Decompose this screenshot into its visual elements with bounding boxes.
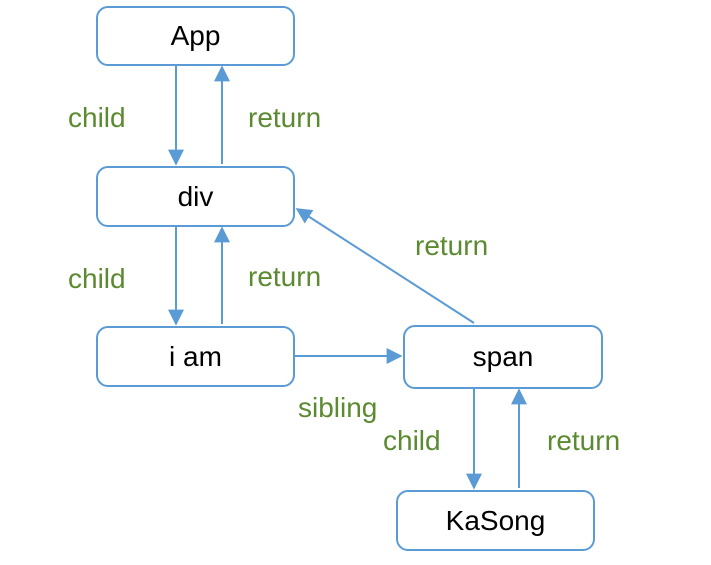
label-app-div-child: child — [68, 102, 126, 133]
node-app: App — [96, 6, 295, 66]
label-div-app-return: return — [248, 102, 322, 133]
label-span-div-return: return — [415, 230, 489, 261]
node-kasong: KaSong — [396, 490, 595, 551]
edge-span-div-return — [295, 208, 475, 324]
node-span: span — [403, 325, 603, 389]
label-kasong-span-return: return — [547, 425, 621, 456]
label-span-kasong-child: child — [383, 425, 441, 456]
label-div-iam-child: child — [68, 263, 126, 294]
label-iam-div-return: return — [248, 261, 322, 292]
label-iam-span-sibling: sibling — [298, 392, 378, 423]
node-i-am: i am — [96, 326, 295, 387]
node-div: div — [96, 166, 295, 227]
